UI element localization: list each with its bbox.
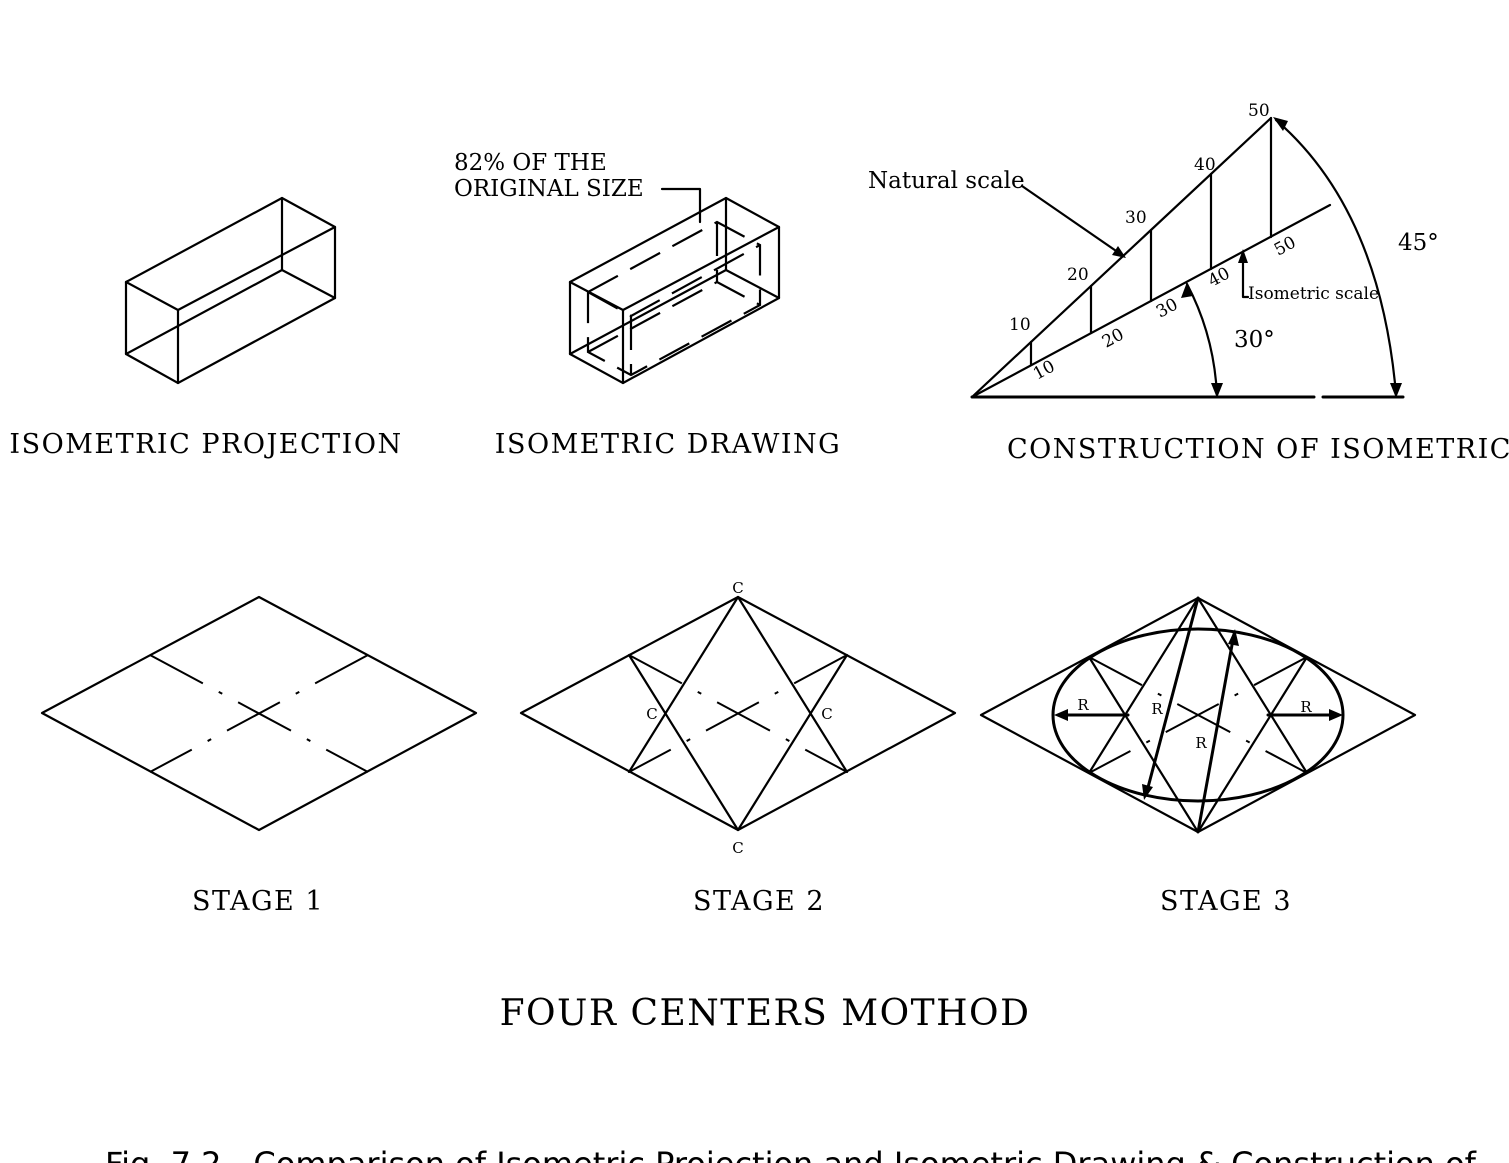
drawing-note-line1: 82% OF THE (454, 150, 607, 176)
caption-stage1: STAGE 1 (192, 886, 324, 917)
stage3-radius-left: R (1077, 696, 1089, 714)
stage3-radius-upper: R (1151, 700, 1163, 718)
natural-tick-30: 30 (1125, 208, 1147, 228)
caption-stage3: STAGE 3 (1160, 886, 1292, 917)
stage3-rhombus (979, 596, 1417, 834)
iso-tick-10: 10 (1030, 357, 1058, 385)
natural-scale-label: Natural scale (868, 168, 1025, 194)
four-centers-title: FOUR CENTERS MOTHOD (500, 993, 1031, 1034)
isometric-drawing-box (568, 187, 781, 385)
iso-tick-20: 20 (1099, 325, 1127, 353)
stage2-center-left: C (646, 705, 657, 723)
isometric-scale-construction (970, 116, 1405, 399)
natural-tick-40: 40 (1194, 155, 1216, 175)
stage2-center-top: C (732, 579, 743, 597)
stage3-radius-right: R (1300, 698, 1312, 716)
drawing-note-line2: ORIGINAL SIZE (454, 176, 644, 202)
stage1-rhombus (40, 595, 478, 832)
figure-caption: Fig. 7.2 - Comparison of Isometric Proje… (105, 1145, 1477, 1163)
angle-45-label: 45° (1398, 230, 1439, 256)
natural-tick-20: 20 (1067, 265, 1089, 285)
caption-iso-drawing: ISOMETRIC DRAWING (495, 429, 841, 460)
isometric-projection-box (124, 196, 337, 385)
stage2-center-bottom: C (732, 839, 743, 857)
natural-tick-10: 10 (1009, 315, 1031, 335)
angle-30-label: 30° (1234, 327, 1275, 353)
caption-construction: CONSTRUCTION OF ISOMETRIC SC (1007, 434, 1509, 465)
iso-tick-40: 40 (1205, 264, 1233, 292)
isometric-scale-label: Isometric scale (1248, 284, 1379, 304)
stage2-center-right: C (821, 705, 832, 723)
stage2-rhombus (519, 595, 957, 832)
natural-tick-50: 50 (1248, 101, 1270, 121)
iso-tick-50: 50 (1271, 233, 1299, 261)
stage3-radius-lower: R (1195, 734, 1207, 752)
caption-iso-projection: ISOMETRIC PROJECTION (9, 429, 402, 460)
caption-stage2: STAGE 2 (693, 886, 825, 917)
